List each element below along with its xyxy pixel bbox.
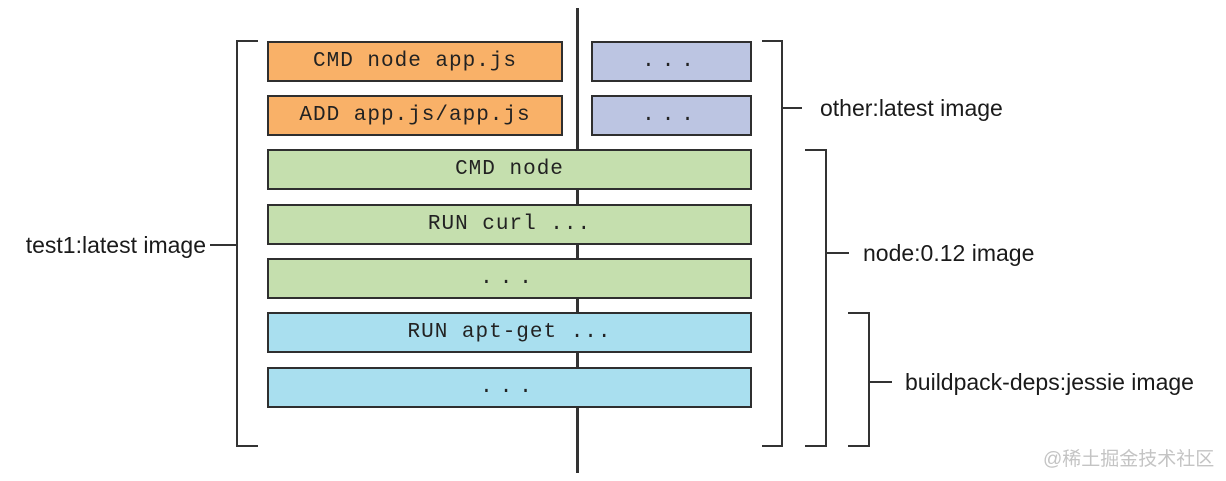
label-node-image: node:0.12 image [863, 240, 1035, 266]
label-other-image: other:latest image [820, 95, 1003, 121]
bracket-test1-tick [210, 244, 236, 246]
watermark-text: @稀土掘金技术社区 [1043, 449, 1215, 470]
layer-box-cmd-node: CMD node [267, 149, 752, 190]
bracket-other-image [762, 40, 783, 447]
layer-box-other-2: ... [591, 95, 752, 136]
layer-box-buildpack-dots: ... [267, 367, 752, 408]
bracket-buildpack-tick [870, 381, 892, 383]
label-test1-image: test1:latest image [25, 232, 206, 258]
layer-box-cmd-node-appjs: CMD node app.js [267, 41, 563, 82]
layer-box-node-dots: ... [267, 258, 752, 299]
label-buildpack-image: buildpack-deps:jessie image [905, 369, 1194, 395]
bracket-other-tick [783, 107, 802, 109]
bracket-node-tick [827, 252, 849, 254]
layer-box-other-1: ... [591, 41, 752, 82]
bracket-test1-image [236, 40, 258, 447]
bracket-node-image [805, 149, 827, 447]
bracket-buildpack-image [848, 312, 870, 447]
layer-box-run-curl: RUN curl ... [267, 204, 752, 245]
layer-box-add-appjs: ADD app.js/app.js [267, 95, 563, 136]
layer-box-run-apt-get: RUN apt-get ... [267, 312, 752, 353]
